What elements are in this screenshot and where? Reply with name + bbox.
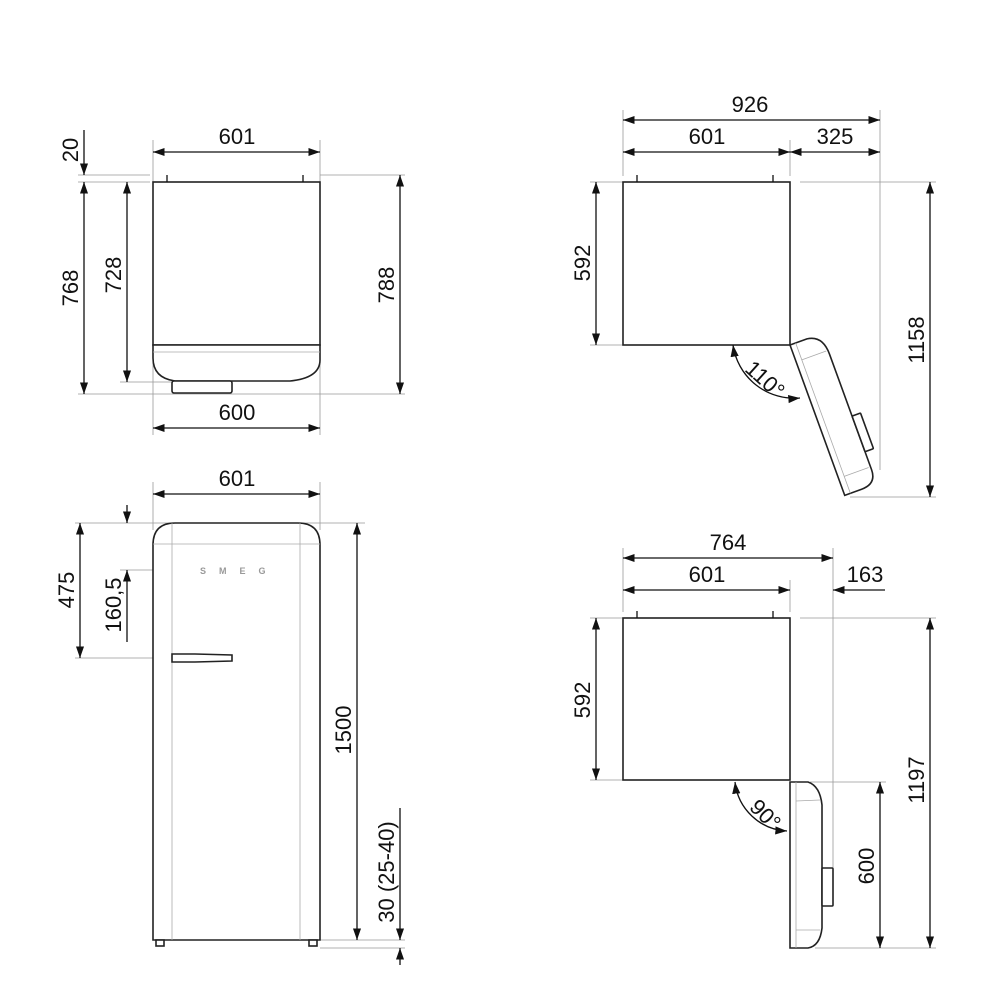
fridge-body (622, 181, 791, 346)
smeg-logo: SMEG (200, 566, 279, 576)
fridge-body (152, 181, 321, 346)
dim-door-overhang: 325 (817, 124, 854, 149)
door-handle (171, 653, 233, 663)
dim-total-width: 926 (732, 92, 769, 117)
dim-body-width: 601 (689, 124, 726, 149)
dim-logo-from-top: 160,5 (101, 577, 126, 632)
fridge-front (152, 522, 321, 941)
dim-total-depth: 1197 (904, 756, 929, 803)
door-handle (171, 380, 233, 394)
fridge-body (622, 617, 791, 781)
dim-width-top: 601 (219, 124, 256, 149)
front-view: SMEG 601 475 160,5 1500 30 (25-40) (54, 466, 405, 965)
top-view-door-90: 90° 764 601 163 592 1197 600 (570, 530, 936, 949)
dim-depth-hinge: 788 (374, 267, 399, 304)
dim-door-overhang: 163 (847, 562, 884, 587)
top-view-closed: 601 600 20 768 728 788 (58, 124, 405, 435)
dim-depth-overall: 768 (58, 270, 83, 307)
open-door (789, 781, 834, 949)
dim-handle-from-top: 475 (54, 572, 79, 609)
dim-angle-110: 110° (740, 355, 789, 403)
dim-hinge-offset: 20 (58, 138, 83, 162)
dim-height: 1500 (331, 706, 356, 755)
dim-total-width: 764 (710, 530, 747, 555)
dim-total-depth: 1158 (904, 316, 929, 363)
foot (155, 939, 165, 947)
door (152, 344, 321, 382)
dim-body-width: 601 (689, 562, 726, 587)
foot (308, 939, 318, 947)
dim-feet-height: 30 (25-40) (374, 821, 399, 923)
dim-depth-body: 728 (101, 257, 126, 294)
dim-width-bottom: 600 (219, 400, 256, 425)
dim-front-width: 601 (219, 466, 256, 491)
dim-door-depth: 600 (854, 848, 879, 885)
open-door (788, 337, 875, 497)
dim-body-depth: 592 (570, 245, 595, 282)
top-view-door-110: 110° 926 601 325 592 1158 (570, 92, 936, 498)
dim-angle-90: 90° (745, 794, 786, 835)
dim-body-depth: 592 (570, 682, 595, 719)
